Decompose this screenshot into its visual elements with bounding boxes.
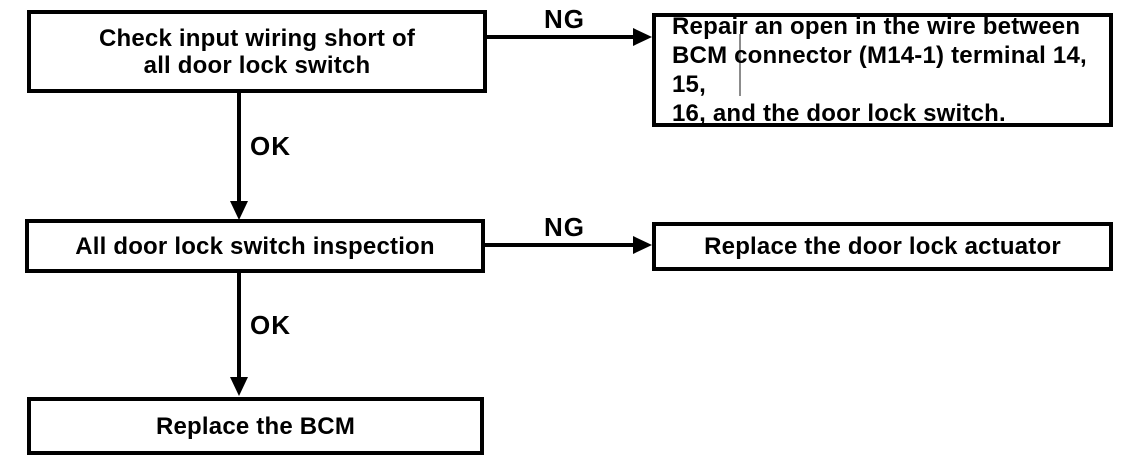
arrowhead-down-icon — [230, 201, 248, 220]
edge-check-to-repair-line — [487, 35, 635, 39]
edge-inspection-to-actuator-line — [485, 243, 635, 247]
edge-inspection-to-bcm-line — [237, 273, 241, 379]
edge-label-ok-middle: OK — [250, 310, 291, 340]
node-replace-bcm-line1: Replace the BCM — [155, 412, 356, 440]
edge-label-ng-top: NG — [544, 4, 585, 34]
node-check-wiring-line2: all door lock switch — [143, 51, 371, 79]
node-inspection: All door lock switch inspection — [25, 219, 485, 273]
edge-label-ng-middle: NG — [544, 212, 585, 242]
node-repair-open: Repair an open in the wire between BCM c… — [652, 13, 1113, 127]
node-repair-open-line1: Repair an open in the wire between — [672, 13, 1081, 40]
arrowhead-right-icon — [633, 236, 652, 254]
node-replace-actuator: Replace the door lock actuator — [652, 222, 1113, 271]
scan-artifact-line — [739, 34, 741, 96]
node-check-wiring: Check input wiring short of all door loc… — [27, 10, 487, 93]
edge-check-to-inspection-line — [237, 93, 241, 203]
arrowhead-down-icon — [230, 377, 248, 396]
node-replace-bcm: Replace the BCM — [27, 397, 484, 455]
arrowhead-right-icon — [633, 28, 652, 46]
node-repair-open-line3: 16, and the door lock switch. — [672, 100, 1006, 127]
edge-label-ok-top: OK — [250, 131, 291, 161]
node-check-wiring-line1: Check input wiring short of — [98, 24, 416, 52]
node-inspection-line1: All door lock switch inspection — [75, 232, 435, 260]
node-repair-open-line2: BCM connector (M14-1) terminal 14, 15, — [672, 42, 1087, 98]
node-replace-actuator-line1: Replace the door lock actuator — [704, 233, 1061, 260]
